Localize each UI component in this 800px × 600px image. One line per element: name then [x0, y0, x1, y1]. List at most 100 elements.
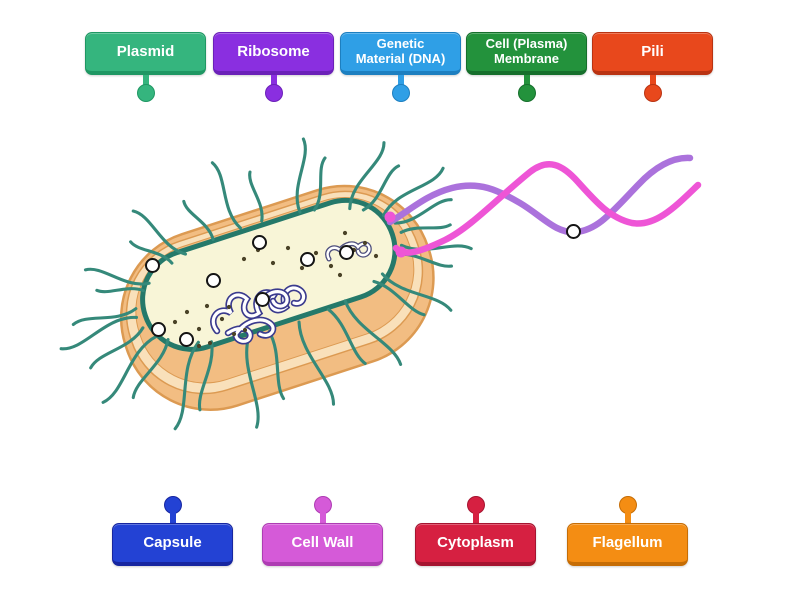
- plasmid-squiggle: [325, 241, 372, 262]
- answer-marker[interactable]: [178, 331, 194, 347]
- pilus-strand: [343, 299, 403, 366]
- answer-marker[interactable]: [144, 257, 160, 273]
- label-chip-ribosome[interactable]: Ribosome: [213, 32, 334, 102]
- ribosome-dot: [342, 230, 348, 236]
- pin-stem: [523, 75, 530, 86]
- answer-marker[interactable]: [565, 223, 581, 239]
- ribosome-dot: [226, 304, 232, 310]
- pilus-strand: [71, 307, 138, 327]
- flagellum-pink-strand: [392, 161, 702, 256]
- pin-stem: [142, 75, 149, 86]
- flagella: [384, 154, 702, 258]
- answer-marker[interactable]: [205, 272, 221, 288]
- pilus-strand: [101, 334, 159, 404]
- pilus-strand: [83, 267, 151, 286]
- label-text: Cell (Plasma) Membrane: [485, 36, 568, 66]
- label-text: Plasmid: [116, 43, 175, 61]
- label-pin: [643, 75, 662, 102]
- label-chip-cell-membrane[interactable]: Cell (Plasma) Membrane: [466, 32, 587, 102]
- pilus-strand: [380, 272, 453, 312]
- pin-stem: [169, 512, 176, 523]
- label-chip-capsule[interactable]: Capsule: [112, 496, 233, 566]
- pin-stem: [472, 512, 479, 523]
- pilus-strand: [361, 164, 401, 212]
- ribosome-dot: [313, 250, 319, 256]
- pilus-strand: [312, 156, 327, 212]
- squiggle-path: [326, 242, 371, 261]
- label-pin: [466, 496, 485, 523]
- ribosome-dot: [299, 265, 305, 271]
- pin-ball-icon: [264, 84, 283, 102]
- label-chip-plasmid[interactable]: Plasmid: [85, 32, 206, 102]
- pilus-strand: [348, 141, 386, 211]
- pilus-strand: [393, 198, 453, 225]
- label-chip-box: Cell Wall: [262, 523, 383, 566]
- label-chip-pili[interactable]: Pili: [592, 32, 713, 102]
- flagellum-purple-strand: [386, 154, 694, 236]
- label-text: Capsule: [143, 534, 202, 552]
- pilus-strand: [131, 337, 170, 400]
- pilus-strand: [381, 166, 445, 218]
- squiggle-path: [260, 290, 289, 308]
- label-pin: [313, 496, 332, 523]
- flagellum-base-dot: [384, 211, 396, 223]
- ribosome-dot: [285, 245, 291, 251]
- pilus-strand: [197, 340, 214, 412]
- pilus-strand: [248, 170, 264, 223]
- answer-marker[interactable]: [251, 234, 267, 250]
- pilus-strand: [295, 137, 307, 214]
- label-chip-box: Flagellum: [567, 523, 688, 566]
- ribosome-dot: [204, 303, 210, 309]
- label-chip-box: Pili: [592, 32, 713, 75]
- label-pin: [618, 496, 637, 523]
- label-pin: [264, 75, 283, 102]
- label-pin: [136, 75, 155, 102]
- pilus-strand: [129, 240, 174, 265]
- pilus-strand: [182, 199, 215, 241]
- label-chip-box: Capsule: [112, 523, 233, 566]
- label-pin: [163, 496, 182, 523]
- pin-ball-icon: [643, 84, 662, 102]
- label-chip-genetic-material[interactable]: Genetic Material (DNA): [340, 32, 461, 102]
- label-text: Cell Wall: [291, 534, 354, 552]
- pilus-strand: [131, 209, 188, 256]
- label-text: Genetic Material (DNA): [355, 36, 446, 66]
- pilus-strand: [173, 340, 200, 431]
- label-chip-box: Genetic Material (DNA): [340, 32, 461, 75]
- answer-marker[interactable]: [338, 244, 354, 260]
- pin-stem: [397, 75, 404, 86]
- pilus-strand: [59, 315, 139, 351]
- pilus-strand: [89, 326, 145, 370]
- label-chip-box: Cytoplasm: [415, 523, 536, 566]
- answer-marker[interactable]: [150, 321, 166, 337]
- label-chip-cell-wall[interactable]: Cell Wall: [262, 496, 383, 566]
- pin-stem: [319, 512, 326, 523]
- answer-marker[interactable]: [299, 251, 315, 267]
- label-text: Ribosome: [237, 43, 310, 61]
- label-chip-cytoplasm[interactable]: Cytoplasm: [415, 496, 536, 566]
- ribosome-dot: [231, 331, 237, 337]
- ribosome-dots: [172, 230, 379, 349]
- label-text: Cytoplasm: [437, 534, 514, 552]
- ribosome-dot: [184, 309, 190, 315]
- pin-stem: [649, 75, 656, 86]
- label-text: Pili: [641, 43, 664, 61]
- pin-stem: [624, 512, 631, 523]
- pilus-strand: [210, 161, 242, 230]
- pilus-strand: [245, 334, 260, 429]
- pilus-strand: [326, 307, 367, 366]
- ribosome-dot: [241, 256, 247, 262]
- label-pin: [391, 75, 410, 102]
- ribosome-dot: [219, 316, 225, 322]
- label-chip-flagellum[interactable]: Flagellum: [567, 496, 688, 566]
- pilus-strand: [297, 320, 336, 406]
- pin-stem: [270, 75, 277, 86]
- membrane-cytoplasm-region: [140, 197, 398, 352]
- pin-ball-icon: [391, 84, 410, 102]
- ribosome-dot: [207, 340, 213, 346]
- ribosome-dot: [373, 253, 379, 259]
- answer-marker[interactable]: [254, 291, 270, 307]
